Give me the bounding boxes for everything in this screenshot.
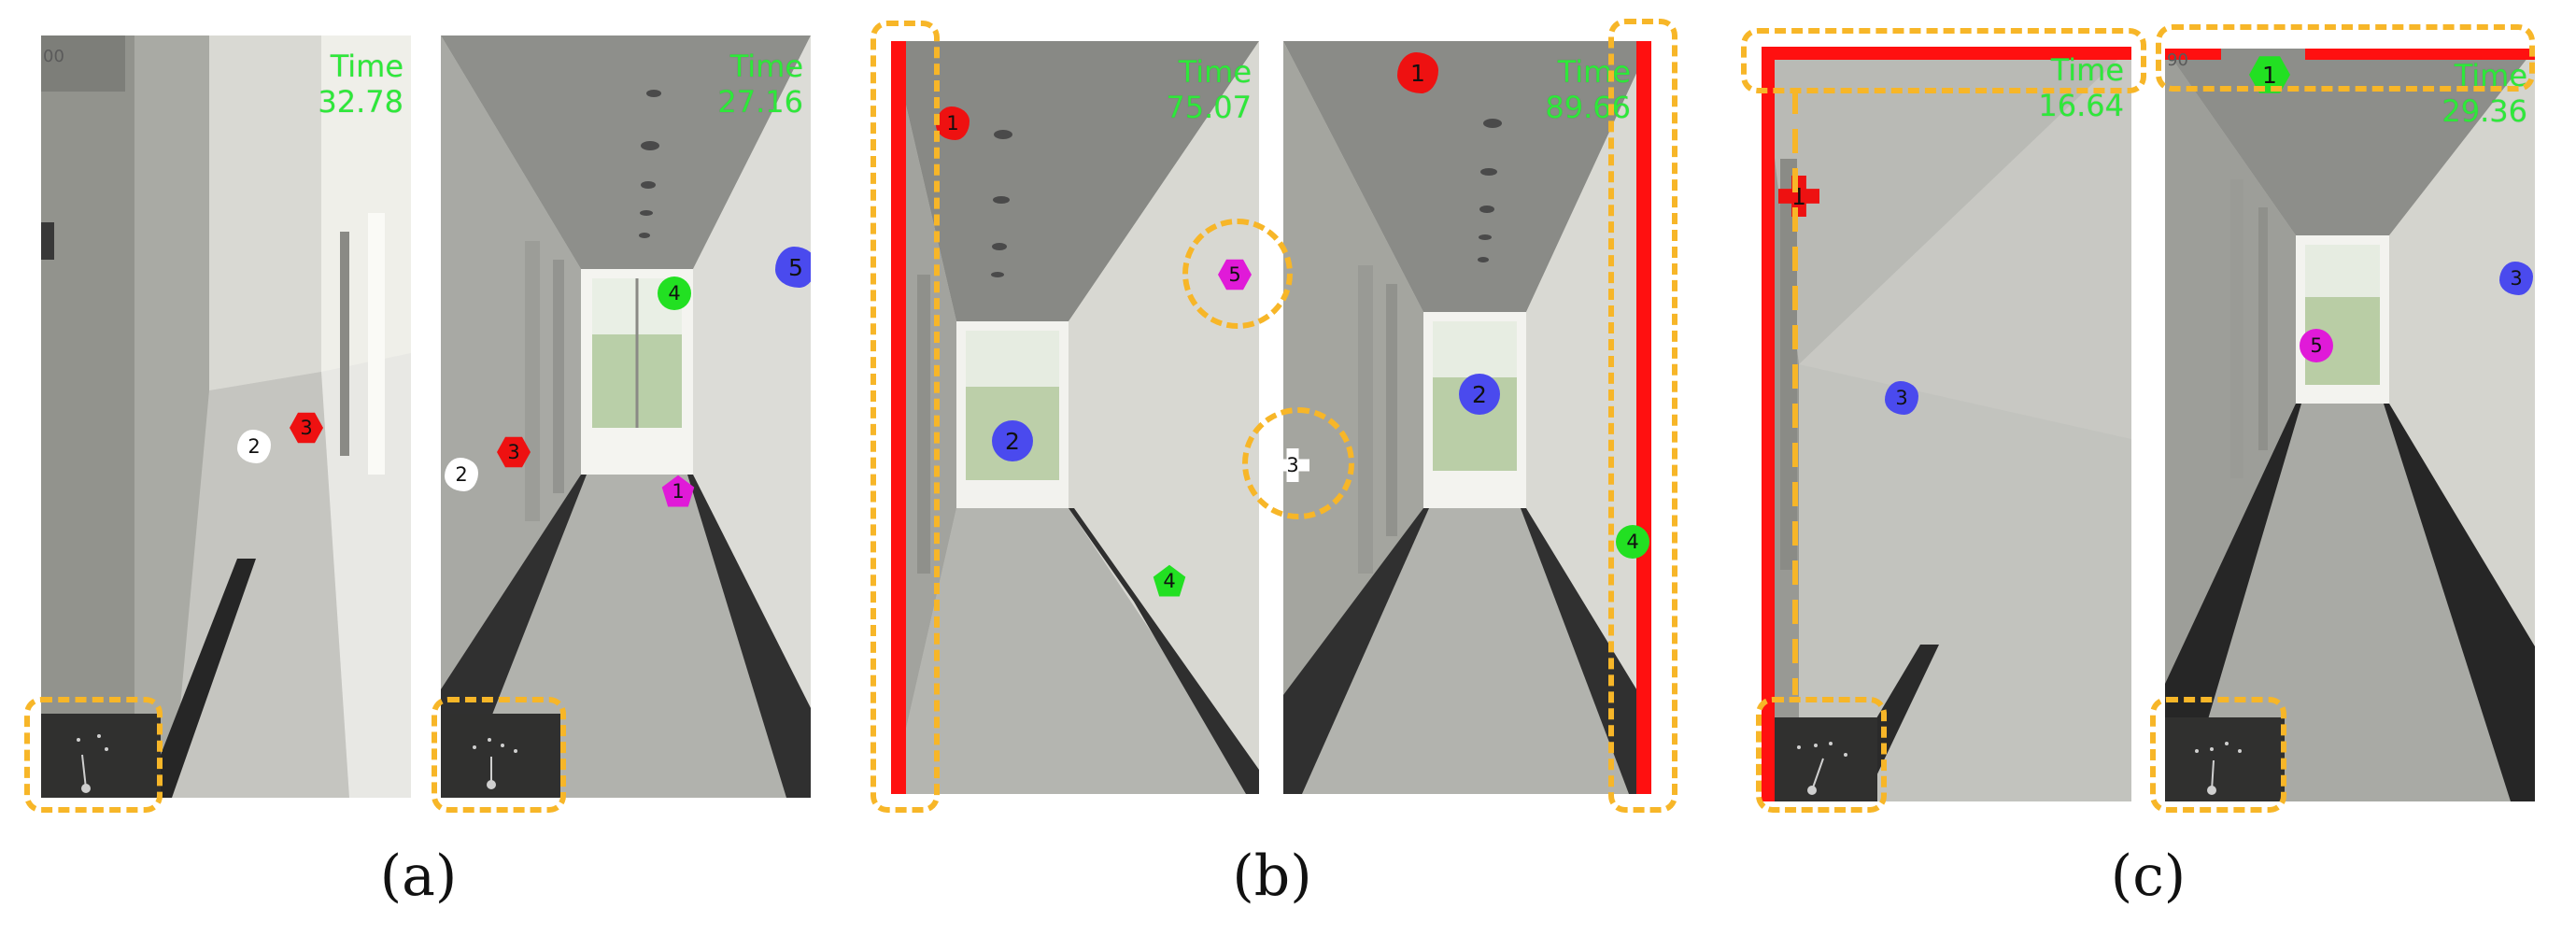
- marker-5-icon: 5: [2300, 329, 2333, 362]
- screen-a2: Time 27.16 2 3 4 5 1: [441, 35, 811, 798]
- right-warning-bar: [1636, 41, 1651, 794]
- screen-a1: 00 Time 32.78 2 3: [41, 35, 411, 798]
- corridor-scene: [891, 41, 1259, 794]
- left-warning-bar: [891, 41, 906, 794]
- top-warning-bar: [1762, 47, 2131, 60]
- marker-2-icon: 2: [1459, 374, 1500, 415]
- time-label: Time: [2050, 52, 2124, 88]
- corner-text: 90: [2167, 50, 2188, 70]
- screen-c1: Time 16.64 1 3: [1762, 47, 2131, 801]
- time-readout: Time 29.36: [2442, 58, 2527, 129]
- corner-text: 00: [43, 47, 64, 66]
- minimap-icon: [441, 714, 560, 798]
- time-label: Time: [330, 49, 403, 84]
- marker-1-icon: 1: [936, 106, 970, 140]
- left-warning-bar: [1762, 47, 1775, 801]
- marker-2-icon: 2: [992, 420, 1033, 461]
- marker-3-icon: 3: [290, 412, 323, 444]
- screen-b1: Time 75.07 1 5 2 4: [891, 41, 1259, 794]
- time-value: 75.07: [1166, 90, 1252, 125]
- time-value: 89.66: [1545, 90, 1631, 125]
- top-warning-bar: [2305, 49, 2535, 60]
- minimap-icon: [1775, 717, 1877, 801]
- subfigure-label-b: (b): [1232, 844, 1312, 909]
- corridor-scene: [441, 35, 811, 798]
- marker-2-icon: 2: [237, 430, 271, 463]
- marker-4-icon: 4: [1616, 525, 1649, 559]
- minimap-icon: [2165, 717, 2285, 801]
- marker-3-icon: 3: [497, 436, 531, 468]
- time-value: 16.64: [2038, 88, 2124, 123]
- time-value: 29.36: [2442, 93, 2527, 129]
- time-readout: Time 16.64: [2038, 52, 2124, 123]
- time-label: Time: [729, 49, 803, 84]
- marker-5-icon: 5: [775, 247, 811, 288]
- time-readout: Time 89.66: [1545, 54, 1631, 125]
- minimap-icon: [41, 714, 161, 798]
- subfigure-label-a: (a): [379, 844, 458, 909]
- marker-3-icon: 3: [2499, 262, 2533, 295]
- minimap: [41, 714, 161, 798]
- time-readout: Time 27.16: [717, 49, 803, 120]
- marker-3-icon: 3: [1885, 381, 1918, 415]
- corridor-scene: [2165, 49, 2535, 801]
- time-label: Time: [1178, 54, 1252, 90]
- time-label: Time: [2454, 58, 2527, 93]
- marker-4-icon: 4: [658, 276, 691, 310]
- marker-1-icon: 1: [1397, 52, 1438, 93]
- time-label: Time: [1557, 54, 1631, 90]
- time-value: 27.16: [717, 84, 803, 120]
- time-readout: Time 75.07: [1166, 54, 1252, 125]
- corridor-scene: [1283, 41, 1651, 794]
- subfigure-label-c: (c): [2110, 844, 2187, 909]
- minimap: [441, 714, 560, 798]
- top-warning-bar-left: [2165, 49, 2221, 60]
- corridor-scene: [1762, 47, 2131, 801]
- time-value: 32.78: [318, 84, 403, 120]
- screen-c2: 90 Time 29.36 1 3 5: [2165, 49, 2535, 801]
- marker-2-icon: 2: [445, 458, 478, 491]
- minimap: [1775, 717, 1877, 801]
- time-readout: Time 32.78: [318, 49, 403, 120]
- marker-5-icon: 5: [1218, 259, 1252, 291]
- screen-b2: Time 89.66 1 2 3 4: [1283, 41, 1651, 794]
- corridor-scene: [41, 35, 411, 798]
- minimap: [2165, 717, 2285, 801]
